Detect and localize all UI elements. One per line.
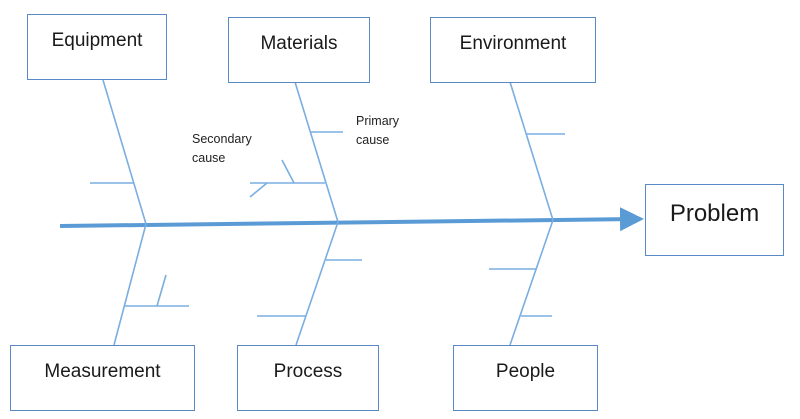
main-bone [113, 223, 147, 346]
annotation-line: Secondary [192, 132, 252, 146]
problem-label: Problem [669, 200, 760, 227]
main-bone [509, 219, 554, 346]
annotation-line: Primary [356, 114, 400, 128]
main-bone [509, 81, 554, 221]
category-label: Environment [459, 33, 567, 54]
category-box-people: People [453, 345, 598, 411]
secondary-cause-annotation: Secondary cause [192, 130, 272, 168]
category-box-process: Process [237, 345, 379, 411]
problem-box: Problem [645, 184, 784, 256]
bone-materials [249, 81, 343, 223]
category-box-materials: Materials [228, 17, 370, 83]
main-bone [294, 81, 339, 223]
main-bone [295, 221, 339, 346]
annotation-line: cause [192, 151, 226, 165]
spine-arrow [59, 207, 644, 232]
category-box-environment: Environment [430, 17, 596, 83]
secondary-cause-line [281, 159, 295, 184]
bone-environment [509, 81, 565, 221]
category-label: Measurement [44, 361, 161, 382]
bone-equipment [90, 79, 147, 225]
main-bone [102, 79, 147, 225]
category-label: Equipment [51, 30, 143, 51]
category-box-measurement: Measurement [10, 345, 195, 411]
category-label: People [495, 361, 556, 382]
secondary-cause-line [249, 182, 268, 198]
bone-process [257, 221, 362, 346]
bone-people [489, 219, 554, 346]
primary-cause-annotation: Primary cause [356, 112, 436, 150]
category-label: Materials [260, 33, 338, 54]
category-label: Process [273, 361, 343, 382]
annotation-line: cause [356, 133, 390, 147]
bone-measurement [113, 223, 189, 346]
category-box-equipment: Equipment [27, 14, 167, 80]
secondary-cause-line [156, 274, 167, 307]
